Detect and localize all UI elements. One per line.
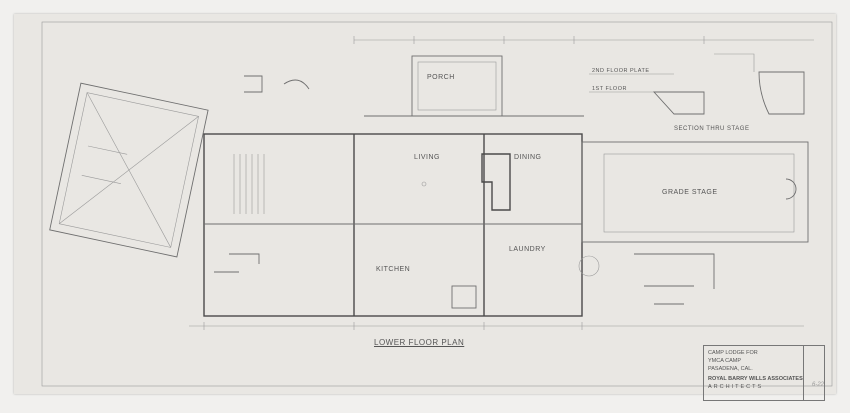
label-living: LIVING (414, 154, 440, 161)
label-plate-level: 2ND FLOOR PLATE (592, 68, 650, 74)
label-grade-stage: GRADE STAGE (662, 189, 718, 196)
title-block-line4: ROYAL BARRY WILLS ASSOCIATES (708, 376, 803, 382)
label-section: SECTION THRU STAGE (674, 126, 750, 132)
label-laundry: LAUNDRY (509, 246, 546, 253)
title-block: CAMP LODGE FOR YMCA CAMP PASADENA, CAL. … (703, 345, 825, 401)
label-porch: PORCH (427, 74, 455, 81)
title-block-sheet-box (803, 346, 824, 400)
drawing-title: LOWER FLOOR PLAN (374, 338, 465, 347)
label-floor-level: 1ST FLOOR (592, 86, 627, 92)
label-dining: DINING (514, 154, 542, 161)
floor-plan-drawing (41, 21, 833, 387)
corner-note: 6-22 (811, 382, 824, 388)
title-block-line3: PASADENA, CAL. (708, 366, 753, 372)
title-block-line1: CAMP LODGE FOR (708, 350, 758, 356)
blueprint-sheet: PORCH LIVING DINING KITCHEN LAUNDRY GRAD… (14, 14, 836, 401)
title-block-line5: ARCHITECTS (708, 384, 764, 390)
label-kitchen: KITCHEN (376, 266, 411, 273)
title-block-line2: YMCA CAMP (708, 358, 742, 364)
